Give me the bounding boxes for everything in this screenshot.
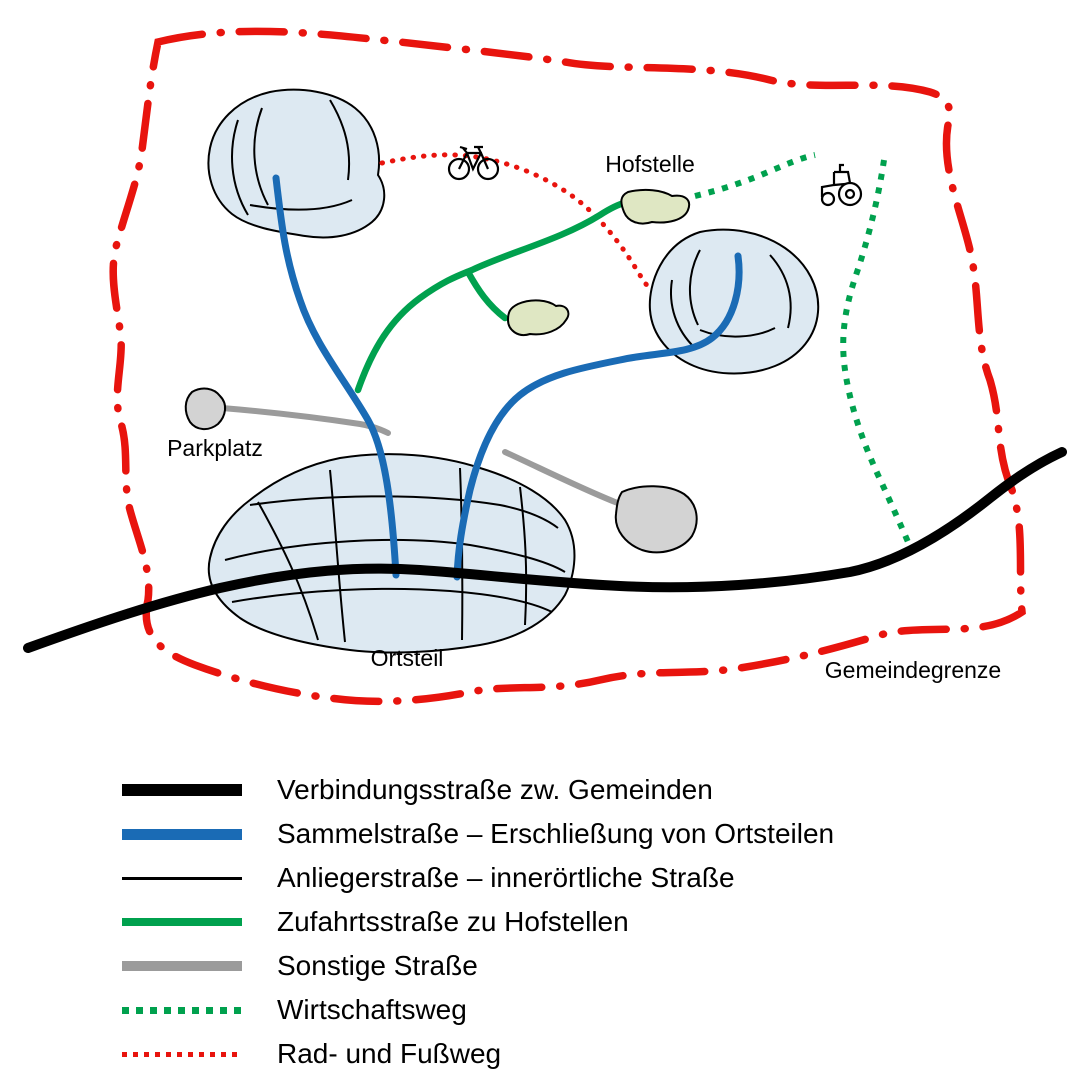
legend-swatch-collector-road (122, 828, 242, 840)
legend-swatch-access-road (122, 918, 242, 926)
schematic-road-map: Hofstelle Parkplatz Ortsteil Gemeindegre… (23, 27, 1067, 706)
parking-area (184, 387, 226, 430)
main-connecting-road (23, 447, 1067, 653)
bike-foot-path (379, 152, 651, 290)
legend-row-main-road: Verbindungsstraße zw. Gemeinden (122, 768, 1071, 812)
legend-label-other-road: Sonstige Straße (277, 950, 478, 981)
access-road-main (354, 197, 652, 394)
label-parkplatz: Parkplatz (167, 435, 263, 461)
access-road-branch (464, 268, 509, 322)
gray-area-east (614, 485, 698, 554)
collector-road-east (453, 252, 743, 581)
label-gemeindegrenze: Gemeindegrenze (825, 657, 1001, 683)
legend-row-farm-track: Wirtschaftsweg (122, 988, 1071, 1032)
other-road-parkplatz (219, 405, 391, 436)
farmstead-south (506, 299, 570, 336)
map-canvas: Hofstelle Parkplatz Ortsteil Gemeindegre… (23, 27, 1067, 706)
label-hofstelle: Hofstelle (605, 151, 694, 177)
legend-row-other-road: Sonstige Straße (122, 944, 1071, 988)
legend-row-collector-road: Sammelstraße – Erschließung von Ortsteil… (122, 812, 1071, 856)
residential-streets-ortsteil (224, 467, 566, 643)
legend-label-collector-road: Sammelstraße – Erschließung von Ortsteil… (277, 818, 835, 849)
legend-label-access-road: Zufahrtsstraße zu Hofstellen (277, 906, 629, 937)
legend-swatch-farm-track (122, 1006, 242, 1014)
collector-road-west (272, 174, 400, 579)
legend-label-residential-road: Anliegerstraße – innerörtliche Straße (277, 862, 735, 893)
municipal-boundary-line (109, 27, 1026, 706)
legend-swatch-residential-road (122, 876, 242, 880)
collector-roads (272, 174, 743, 581)
residential-streets-top-left (231, 99, 353, 216)
farm-access-roads (354, 197, 652, 394)
farm-track (694, 152, 918, 560)
legend-row-residential-road: Anliegerstraße – innerörtliche Straße (122, 856, 1071, 900)
legend-label-bike-foot-path: Rad- und Fußweg (277, 1038, 502, 1069)
farm-track-top (694, 152, 816, 199)
residential-streets-right (670, 249, 792, 349)
settlement-area-top-left (207, 88, 386, 239)
legend-row-access-road: Zufahrtsstraße zu Hofstellen (122, 900, 1071, 944)
label-ortsteil: Ortsteil (371, 645, 444, 671)
farm-track-east (840, 159, 918, 560)
farmstead-hofstelle (620, 188, 691, 225)
bicycle-icon (447, 145, 500, 181)
legend: Verbindungsstraße zw. Gemeinden Sammelst… (122, 768, 1071, 1076)
legend-label-farm-track: Wirtschaftsweg (277, 994, 467, 1025)
legend-swatch-main-road (122, 784, 242, 796)
legend-swatch-other-road (122, 961, 242, 971)
legend-row-bike-foot-path: Rad- und Fußweg (122, 1032, 1071, 1076)
legend-swatch-bike-foot-path (122, 1051, 242, 1057)
tractor-icon (820, 163, 863, 207)
legend-label-main-road: Verbindungsstraße zw. Gemeinden (277, 774, 713, 805)
